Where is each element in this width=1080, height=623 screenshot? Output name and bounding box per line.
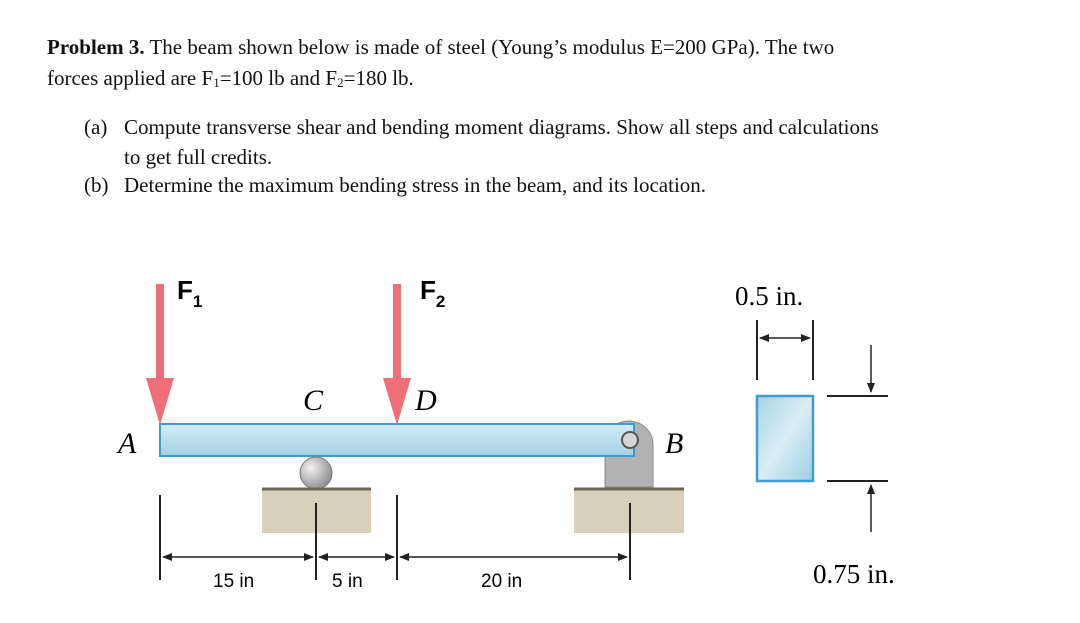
dimension-extension-lines	[159, 495, 631, 580]
dim-ac-label: 15 in	[213, 571, 254, 592]
part-a: (a) Compute transverse shear and bending …	[84, 112, 1044, 172]
problem-line1: The beam shown below is made of steel (Y…	[144, 35, 835, 59]
point-b-label: B	[665, 427, 683, 460]
part-b-tag: (b)	[84, 173, 109, 197]
problem-sub2: 2	[337, 75, 344, 90]
problem-line2-b: =100 lb and F	[219, 66, 338, 90]
problem-sub1: 1	[213, 75, 220, 90]
section-width-dimension	[756, 320, 814, 380]
section-width-label: 0.5 in.	[735, 281, 803, 311]
force-f1-label: F1	[177, 275, 202, 311]
beam	[159, 423, 635, 457]
point-d-label: D	[414, 384, 437, 417]
part-a-line2: to get full credits.	[124, 145, 273, 169]
force-f2-arrow	[383, 284, 411, 425]
part-a-line1: Compute transverse shear and bending mom…	[124, 115, 879, 139]
force-f1-arrow	[146, 284, 174, 425]
force-f2-label: F2	[420, 275, 445, 311]
part-b: (b) Determine the maximum bending stress …	[84, 170, 1044, 200]
problem-line2-a: forces applied are F	[47, 66, 214, 90]
problem-title: Problem 3.	[47, 35, 145, 59]
point-a-label: A	[116, 427, 137, 460]
roller-support-c	[299, 456, 333, 490]
part-a-tag: (a)	[84, 115, 108, 139]
pin-icon	[621, 431, 639, 449]
beam-cross-section	[755, 394, 815, 483]
dim-cd-label: 5 in	[332, 571, 363, 592]
point-c-label: C	[303, 384, 324, 417]
problem-line2-c: =180 lb.	[343, 66, 414, 90]
dim-db-label: 20 in	[481, 571, 522, 592]
section-height-label: 0.75 in.	[813, 559, 895, 589]
section-height-dimension	[827, 345, 888, 532]
problem-statement: Problem 3. The beam shown below is made …	[47, 32, 1047, 98]
part-b-line1: Determine the maximum bending stress in …	[124, 173, 707, 197]
